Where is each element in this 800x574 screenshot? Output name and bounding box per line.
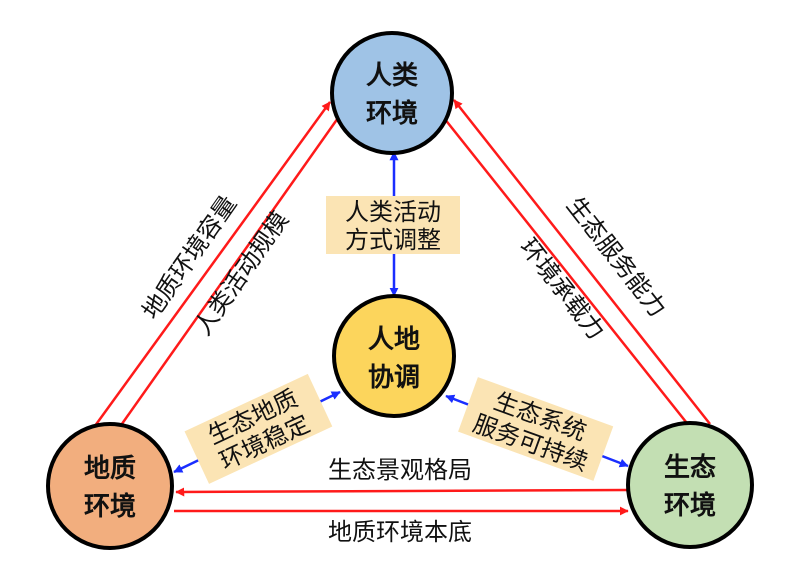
box-right: 生态系统 服务可持续	[458, 377, 614, 481]
node-eco-line2: 环境	[664, 490, 716, 521]
box-top-line2: 方式调整	[345, 226, 441, 254]
box-top: 人类活动 方式调整	[326, 196, 460, 254]
arrow-geo-to-human	[90, 101, 332, 431]
outer-arrows	[90, 99, 711, 516]
node-human-line1: 人类	[366, 61, 418, 91]
arrow-eco-to-human	[453, 99, 711, 425]
node-eco-circle	[626, 421, 754, 549]
node-eco: 生态 环境	[626, 421, 754, 549]
node-geo: 地质 环境	[46, 422, 174, 550]
box-right-bg	[458, 377, 614, 481]
node-geo-circle	[46, 422, 174, 550]
node-harmony-line1: 人地	[368, 325, 420, 355]
label-eco-to-geo: 生态景观格局	[328, 456, 472, 484]
node-human: 人类 环境	[330, 31, 454, 155]
arrow-human-to-geo	[110, 117, 340, 439]
label-geo-to-eco: 地质环境本底	[328, 518, 472, 546]
node-human-line2: 环境	[366, 98, 418, 129]
node-harmony-line2: 协调	[368, 363, 420, 393]
box-top-bg	[326, 196, 460, 254]
box-top-line1: 人类活动	[345, 198, 441, 226]
node-geo-line2: 环境	[84, 491, 136, 522]
node-eco-line1: 生态	[664, 452, 716, 483]
node-human-circle	[330, 31, 454, 155]
arrow-human-to-eco	[443, 117, 695, 433]
node-harmony: 人地 协调	[332, 294, 456, 418]
node-geo-line1: 地质	[84, 454, 136, 484]
box-left-bg	[184, 373, 333, 484]
box-left: 生态地质 环境稳定	[184, 373, 333, 484]
node-harmony-circle	[332, 294, 456, 418]
arrow-eco-to-geo	[175, 487, 629, 497]
